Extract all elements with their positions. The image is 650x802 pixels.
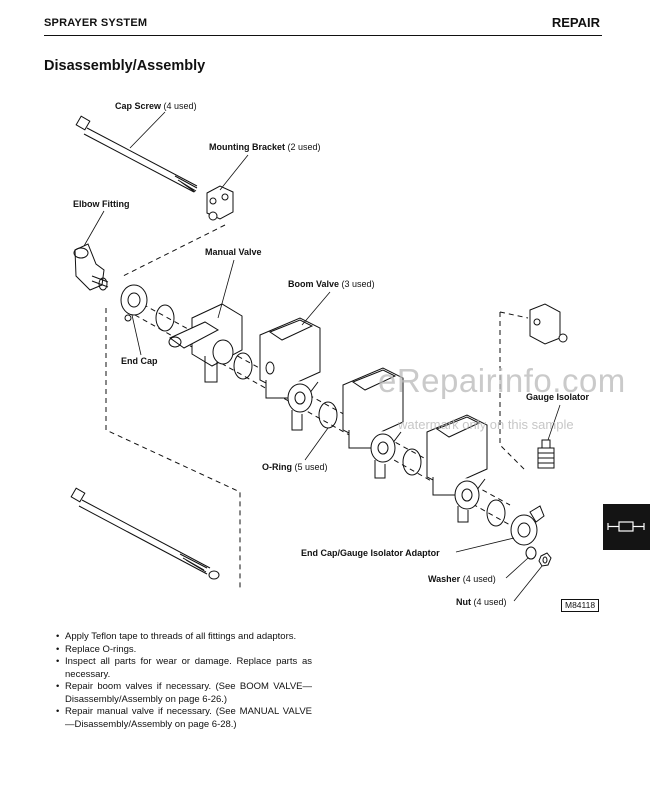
callout-manual-valve: Manual Valve: [205, 247, 262, 257]
washer: [525, 546, 537, 560]
callout-o-ring: O-Ring (5 used): [262, 462, 328, 472]
callout-elbow-fitting: Elbow Fitting: [73, 199, 130, 209]
nut: [538, 552, 552, 567]
note-item: Repair manual valve if necessary. (See M…: [56, 706, 312, 731]
figure-id: M84118: [561, 599, 600, 612]
callout-gauge-isolator: Gauge Isolator: [526, 392, 590, 402]
callout-end-cap: End Cap: [121, 356, 158, 366]
o-ring: [233, 352, 253, 380]
leader-lines: [83, 111, 561, 602]
callout-mounting-bracket: Mounting Bracket (2 used): [209, 142, 321, 152]
note-item: Replace O-rings.: [56, 644, 312, 657]
boom-valve-1: [259, 317, 321, 431]
header-chapter: REPAIR: [551, 15, 600, 30]
mounting-bracket-right: [529, 303, 568, 345]
callout-nut: Nut (4 used): [456, 597, 507, 607]
note-item: Inspect all parts for wear or damage. Re…: [56, 656, 312, 681]
header-rule: [44, 35, 602, 36]
boom-valve-3: [426, 414, 488, 523]
callout-washer: Washer (4 used): [428, 574, 496, 584]
elbow-fitting: [73, 243, 109, 291]
section-tab: [603, 504, 650, 550]
cap-screw-top: [75, 115, 198, 193]
watermark-main: eRepairinfo.com: [378, 362, 626, 399]
note-item: Repair boom valves if necessary. (See BO…: [56, 681, 312, 706]
o-ring: [486, 499, 506, 527]
callout-end-cap-adaptor: End Cap/Gauge Isolator Adaptor: [301, 548, 440, 558]
page-title: Disassembly/Assembly: [44, 58, 206, 74]
end-cap-left: [120, 284, 148, 322]
o-ring-left: [155, 304, 175, 332]
watermark-sub: watermark only on this sample: [398, 417, 574, 432]
sprayer-boom-icon: [607, 521, 645, 532]
o-ring: [402, 448, 422, 476]
end-cap-gauge-isolator-adaptor: [510, 505, 545, 546]
callout-boom-valve: Boom Valve (3 used): [288, 279, 375, 289]
header-section: SPRAYER SYSTEM: [44, 17, 148, 29]
gauge-isolator: [537, 439, 555, 469]
callout-cap-screw: Cap Screw (4 used): [115, 101, 197, 111]
boom-valve-2: [342, 367, 404, 479]
manual-valve: [168, 303, 243, 383]
exploded-view-diagram: [70, 111, 568, 602]
cap-screw-bottom: [70, 487, 220, 580]
procedure-notes: Apply Teflon tape to threads of all fitt…: [56, 631, 312, 731]
alignment-dashed-lines: [105, 224, 529, 590]
mounting-bracket-top: [206, 185, 234, 221]
note-item: Apply Teflon tape to threads of all fitt…: [56, 631, 312, 644]
